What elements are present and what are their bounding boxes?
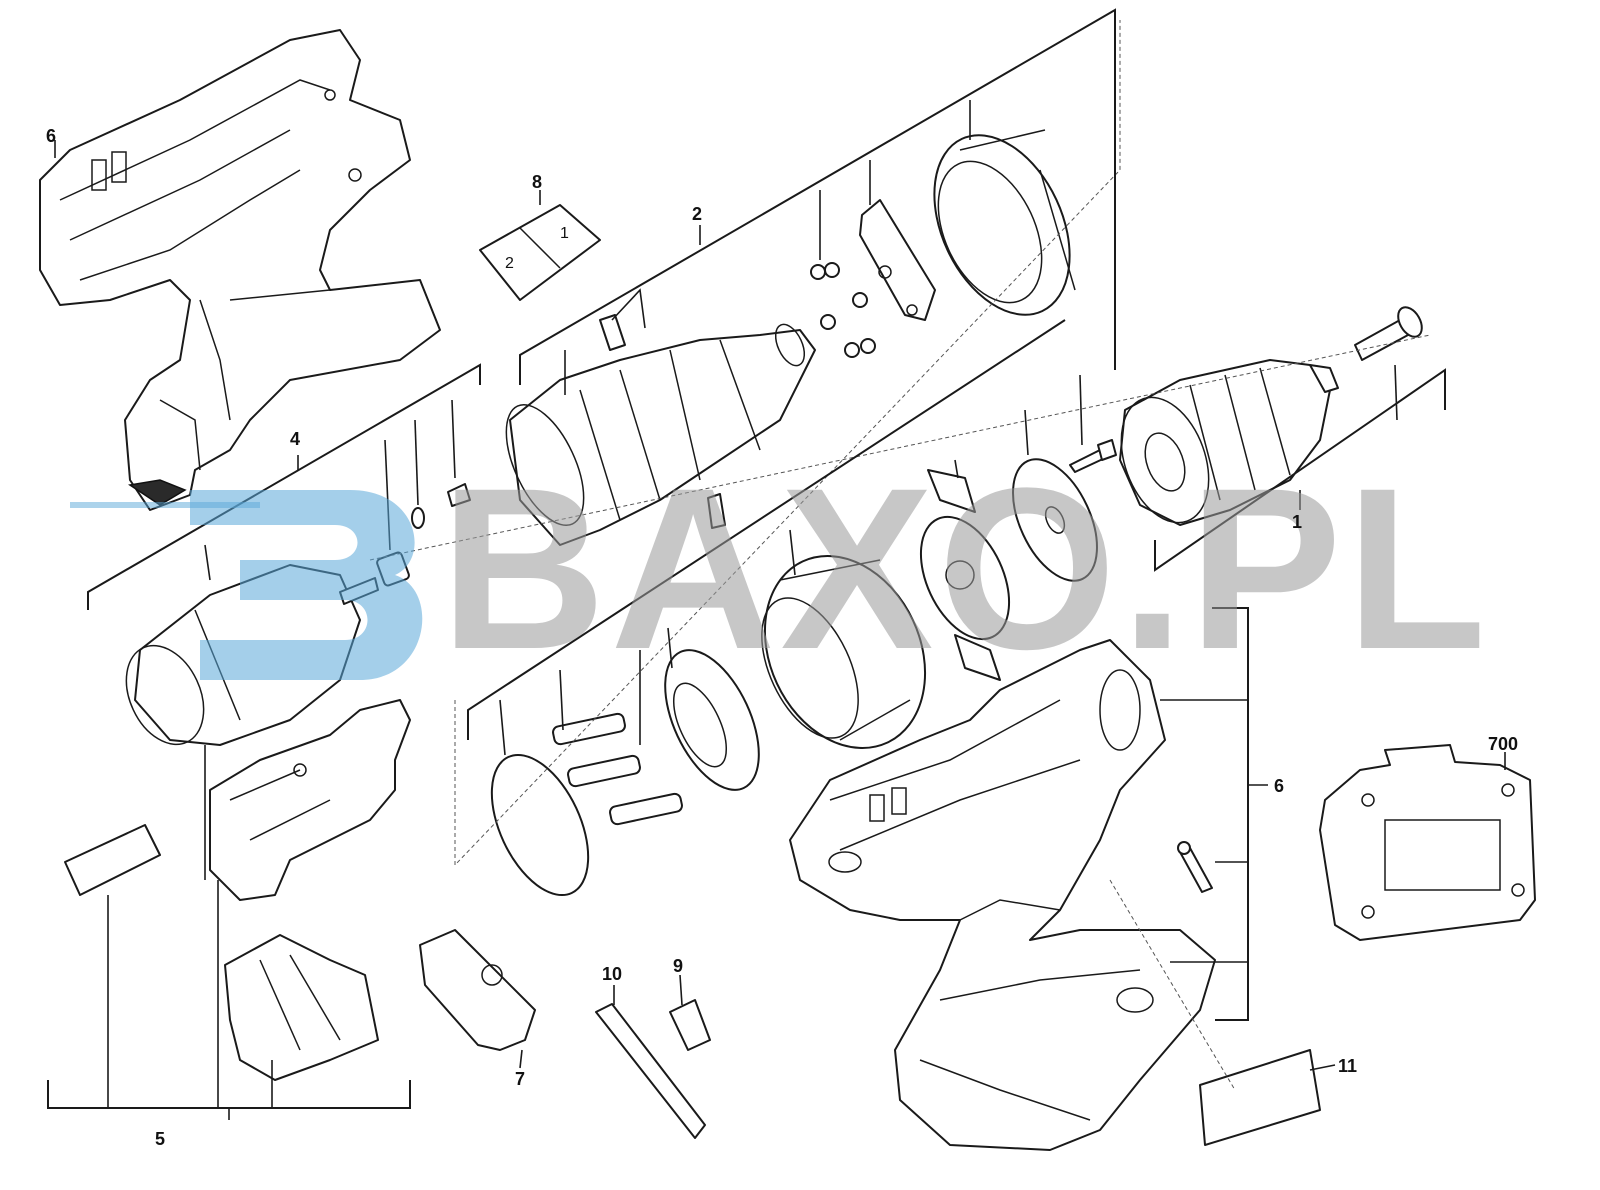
gearbox-screw: [1069, 439, 1117, 473]
bit-holder: [669, 999, 711, 1051]
group-bracket-clutch: [467, 319, 1066, 756]
switch-cover: 2 1: [479, 204, 601, 301]
battery-terminal-block: [224, 934, 379, 1081]
housing-half-right: [789, 639, 1216, 1151]
carry-case: [1319, 744, 1536, 941]
clutch-disc: [664, 649, 760, 791]
motor-screw: [447, 483, 471, 507]
callout-700: 700: [1488, 734, 1518, 754]
torque-adjust-ring: [761, 554, 927, 750]
gear-ring: [933, 129, 1076, 316]
switch-label-2: 2: [505, 255, 514, 272]
clutch-plate: [919, 469, 1011, 681]
o-ring: [490, 753, 590, 897]
watermark: BAXO.PL: [70, 440, 1490, 697]
watermark-logo-icon: [190, 490, 423, 680]
group-bracket-1: [1024, 364, 1446, 572]
group-bracket-5: [47, 745, 411, 1120]
group-bracket-6-right: [1160, 607, 1268, 1021]
motor-o-ring: [411, 507, 425, 529]
callout-8: 8: [532, 172, 542, 192]
callout-6-right: 6: [1274, 776, 1284, 796]
callout-4: 4: [290, 429, 300, 449]
callout-6-top: 6: [46, 126, 56, 146]
leader-lines-misc: [54, 140, 1506, 1071]
callout-5: 5: [155, 1129, 165, 1149]
belt-clip: [419, 929, 536, 1051]
callout-1: 1: [1292, 512, 1302, 532]
callout-7: 7: [515, 1069, 525, 1089]
watermark-text: BAXO.PL: [440, 440, 1490, 697]
housing-half-left: [39, 29, 441, 511]
insulating-sleeve: [64, 824, 161, 896]
ring-carrier: [859, 199, 936, 321]
drill-chuck: [1119, 359, 1339, 526]
callout-10: 10: [602, 964, 622, 984]
housing-screw: [1177, 841, 1213, 893]
switch-label-1: 1: [560, 225, 569, 242]
rating-label: [1199, 1049, 1321, 1146]
callout-labels: 1 2 4 5 6 6 7 8 9 10 11 700: [46, 126, 1518, 1149]
gearbox-assembly: [505, 314, 816, 546]
ball-bearings: [810, 262, 876, 358]
callout-9: 9: [673, 956, 683, 976]
screwdriver-bit: [595, 1003, 706, 1139]
clutch-springs: [552, 712, 683, 826]
group-bracket-2: [519, 8, 1116, 395]
assembly-axis-lines: [369, 20, 1431, 1091]
washer-disc: [1012, 458, 1098, 582]
trigger-switch: [209, 699, 411, 901]
chuck-screw: [1354, 306, 1423, 361]
callout-11: 11: [1338, 1056, 1357, 1076]
callout-2: 2: [692, 204, 702, 224]
